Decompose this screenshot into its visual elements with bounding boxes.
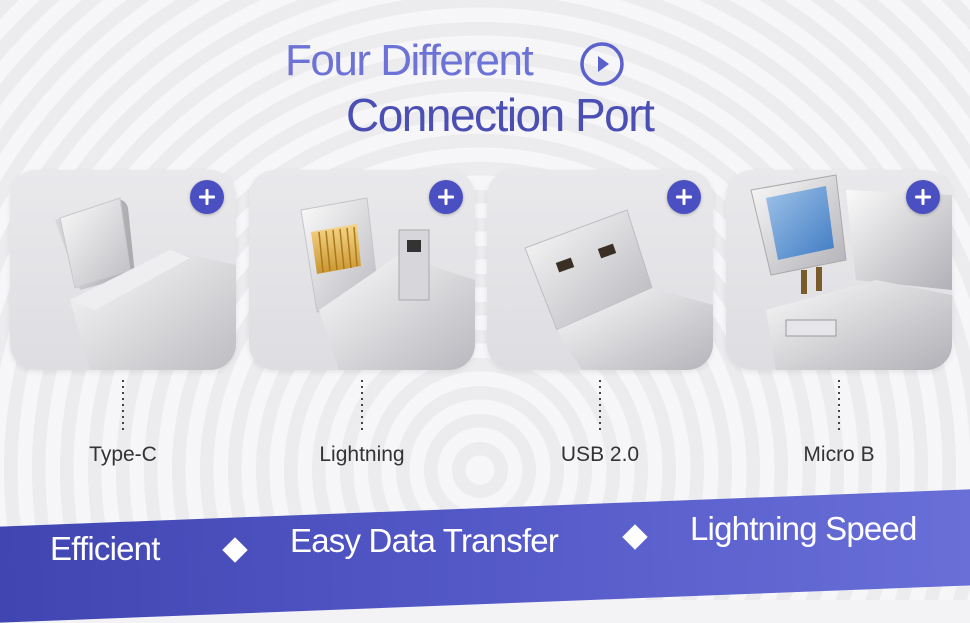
play-circle-icon bbox=[580, 42, 624, 86]
title-line-1: Four Different bbox=[285, 36, 534, 85]
expand-type-c-button[interactable] bbox=[190, 180, 224, 214]
port-card-micro-b[interactable] bbox=[726, 170, 952, 370]
port-card-usb[interactable] bbox=[487, 170, 713, 370]
feature-lightning-speed: Lightning Speed bbox=[690, 510, 917, 547]
port-label-micro-b: Micro B bbox=[803, 443, 875, 466]
port-card-lightning[interactable] bbox=[249, 170, 475, 370]
port-label-usb: USB 2.0 bbox=[560, 443, 640, 466]
expand-lightning-button[interactable] bbox=[429, 180, 463, 214]
lightning-product-image bbox=[300, 197, 475, 370]
type-c-product-image bbox=[55, 197, 236, 370]
connector-line bbox=[599, 380, 601, 430]
feature-efficient: Efficient bbox=[50, 530, 160, 567]
expand-micro-b-button[interactable] bbox=[906, 180, 940, 214]
connector-line bbox=[122, 380, 124, 430]
connector-line bbox=[361, 380, 363, 430]
micro-b-product-image bbox=[750, 174, 952, 370]
title-line-2: Connection Port bbox=[346, 89, 655, 141]
port-card-type-c[interactable] bbox=[10, 170, 236, 370]
feature-easy-data-transfer: Easy Data Transfer bbox=[290, 522, 559, 559]
port-label-type-c: Type-C bbox=[89, 443, 157, 466]
usb-product-image bbox=[524, 209, 713, 370]
connector-line bbox=[838, 380, 840, 430]
port-label-lightning: Lightning bbox=[319, 443, 405, 466]
expand-usb-button[interactable] bbox=[667, 180, 701, 214]
title-block: Four Different Connection Port bbox=[0, 0, 970, 150]
